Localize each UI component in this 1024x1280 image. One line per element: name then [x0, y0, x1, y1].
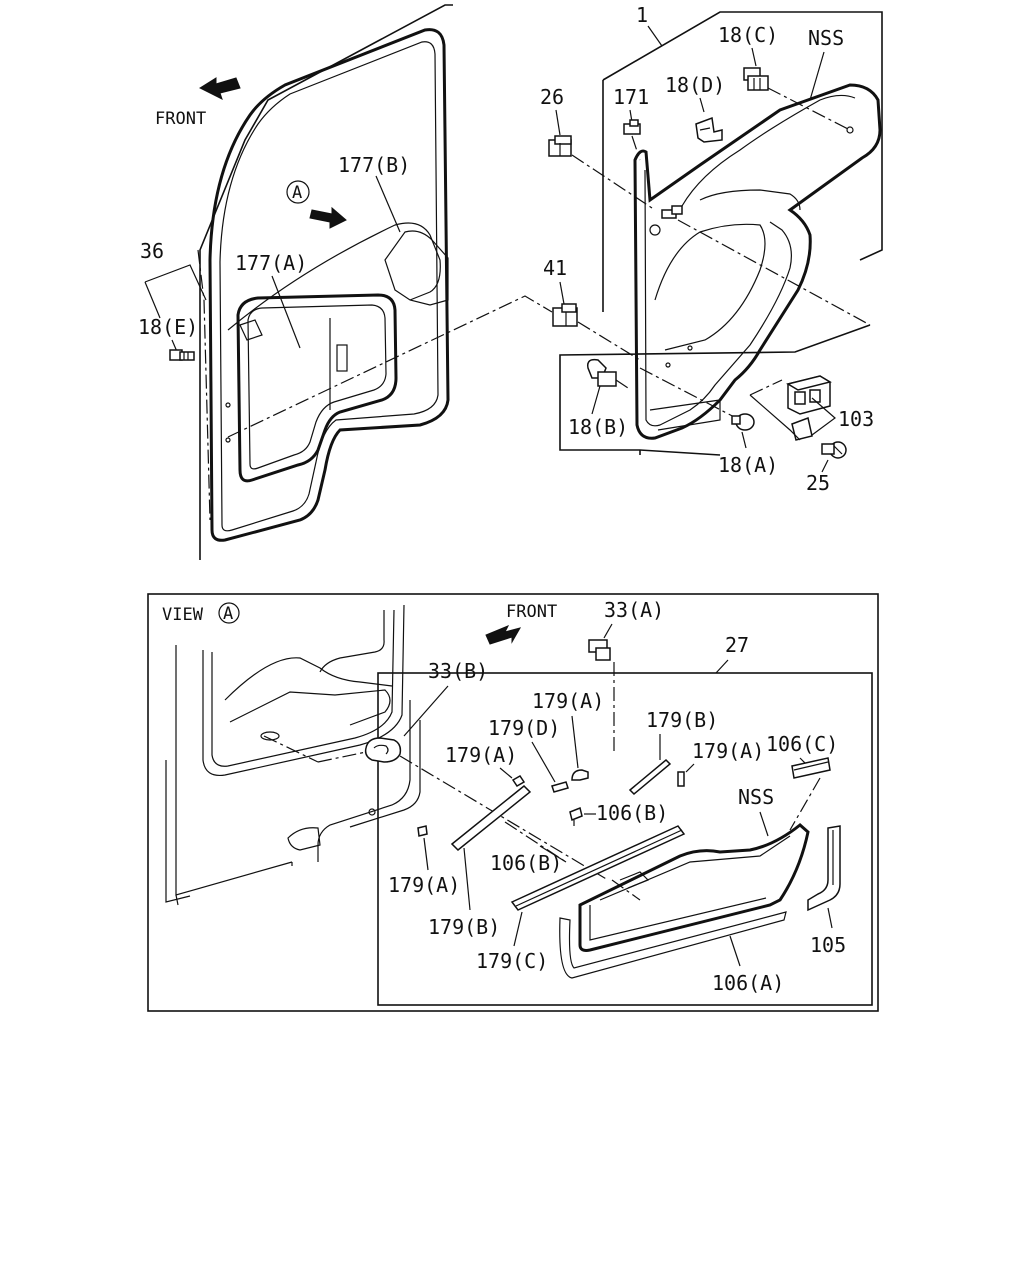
- callout-1: 1: [636, 3, 648, 27]
- clip-18b: [586, 358, 617, 387]
- callout-27: 27: [725, 633, 749, 657]
- clip-179a-small-2: [677, 771, 685, 787]
- callout-18e: 18(E): [138, 315, 198, 339]
- nss-label-view: NSS: [738, 785, 774, 809]
- callout-179b-1: 179(B): [646, 708, 718, 732]
- clip-179a-small-3: [417, 825, 428, 837]
- front-label: FRONT: [155, 109, 206, 129]
- callout-26: 26: [540, 85, 564, 109]
- view-a-marker-label: A: [292, 183, 302, 203]
- callout-177a: 177(A): [235, 251, 307, 275]
- clip-26: [548, 135, 572, 157]
- door-panel: [197, 4, 453, 560]
- callout-179c: 179(C): [476, 949, 548, 973]
- trim-106a: [559, 823, 810, 979]
- callout-179d: 179(D): [488, 716, 560, 740]
- callout-18d: 18(D): [665, 73, 725, 97]
- clip-18e: [169, 349, 195, 361]
- clip-18a: [731, 413, 755, 431]
- callout-171: 171: [613, 85, 649, 109]
- view-front-label: FRONT: [506, 602, 557, 622]
- view-a-frame: [147, 593, 879, 1012]
- callout-18c: 18(C): [718, 23, 778, 47]
- callout-103: 103: [838, 407, 874, 431]
- callout-18a: 18(A): [718, 453, 778, 477]
- clip-106b: [569, 806, 583, 826]
- strip-179b-top: [628, 758, 672, 796]
- clip-41: [552, 303, 578, 327]
- view-a-marker: A: [286, 180, 347, 229]
- front-arrow-icon: [198, 77, 241, 100]
- callout-179a-4: 179(A): [388, 873, 460, 897]
- callout-179a-2: 179(A): [445, 743, 517, 767]
- trim-panel-frame: [559, 11, 883, 456]
- callout-106b-1: 106(B): [596, 801, 668, 825]
- bracket-18d: [695, 116, 723, 143]
- callout-36: 36: [140, 239, 164, 263]
- clip-18c: [743, 67, 769, 91]
- door-inner-view: [165, 604, 421, 906]
- strip-105: [807, 825, 841, 912]
- callout-25: 25: [806, 471, 830, 495]
- view-a-title: VIEW: [162, 605, 204, 625]
- clip-171: [623, 119, 641, 135]
- clip-179a-hook: [571, 769, 589, 781]
- screw-25: [821, 441, 847, 459]
- callout-41: 41: [543, 256, 567, 280]
- inset-frame: [377, 672, 873, 1006]
- strip-179c: [510, 825, 686, 911]
- callout-106c: 106(C): [766, 732, 838, 756]
- clip-179d: [551, 781, 569, 793]
- clip-33a: [588, 639, 611, 661]
- callout-33b: 33(B): [428, 659, 488, 683]
- strip-106c: [791, 757, 831, 779]
- callout-106b-2: 106(B): [490, 851, 562, 875]
- callout-106a: 106(A): [712, 971, 784, 995]
- view-a-title-marker: A: [223, 604, 233, 624]
- clip-179a-small-1: [511, 775, 526, 787]
- callout-18b: 18(B): [568, 415, 628, 439]
- callout-33a: 33(A): [604, 598, 664, 622]
- nss-label-top: NSS: [808, 26, 844, 50]
- switch-103: [786, 375, 832, 441]
- door-trim-panel: [633, 83, 882, 440]
- callout-177b: 177(B): [338, 153, 410, 177]
- strip-179b-lower: [450, 784, 532, 852]
- callout-179a-1: 179(A): [532, 689, 604, 713]
- trim-fastener: [661, 205, 683, 219]
- callout-179b-2: 179(B): [428, 915, 500, 939]
- view-front-arrow-icon: [485, 625, 522, 645]
- grommet-33b: [364, 737, 402, 763]
- callout-105: 105: [810, 933, 846, 957]
- callout-179a-3: 179(A): [692, 739, 764, 763]
